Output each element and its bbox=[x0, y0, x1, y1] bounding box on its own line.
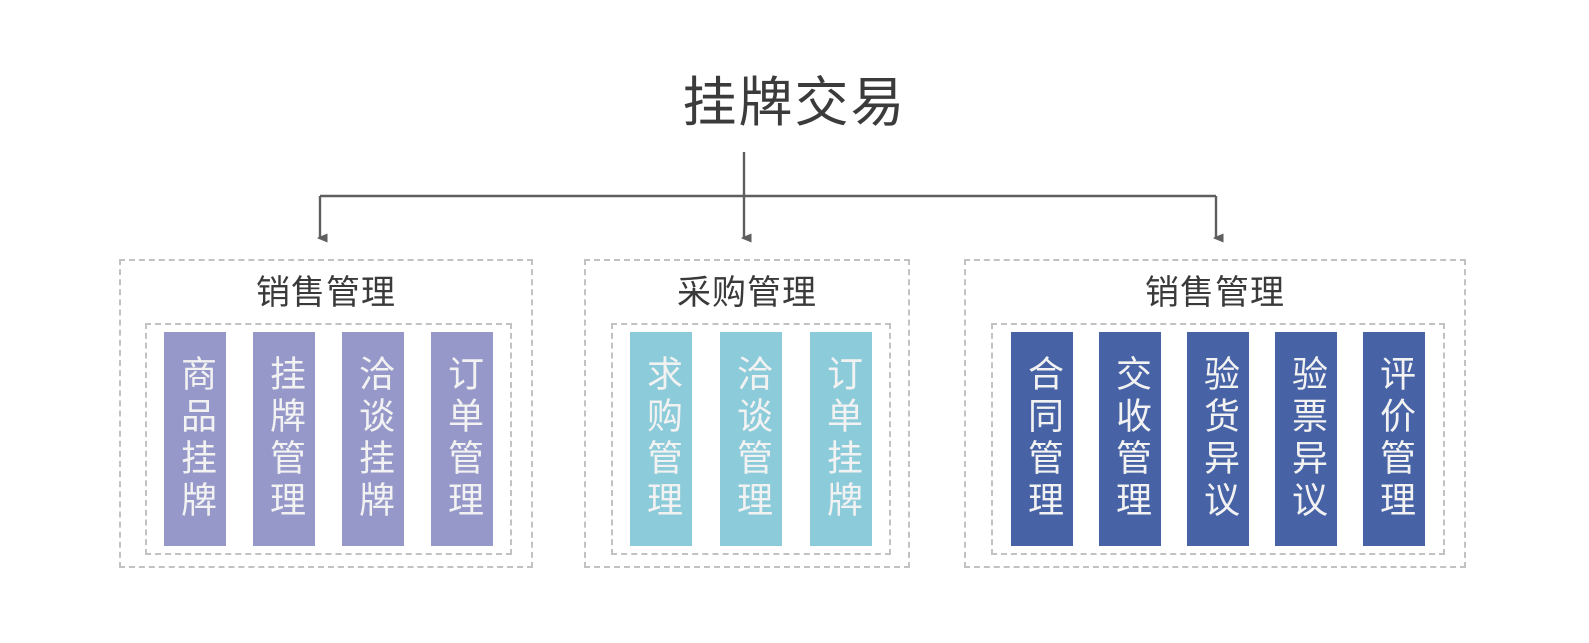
group-items-container: 求购管理 洽谈管理 订单挂牌 bbox=[611, 323, 891, 555]
item-bar[interactable]: 订单挂牌 bbox=[810, 332, 872, 546]
item-label: 合同管理 bbox=[1022, 355, 1063, 523]
group-title: 销售管理 bbox=[256, 273, 396, 313]
item-bar[interactable]: 洽谈管理 bbox=[720, 332, 782, 546]
item-label: 求购管理 bbox=[641, 355, 682, 523]
item-bar[interactable]: 交收管理 bbox=[1099, 332, 1161, 546]
item-bar[interactable]: 洽谈挂牌 bbox=[342, 332, 404, 546]
item-label: 评价管理 bbox=[1374, 355, 1415, 523]
item-bar[interactable]: 求购管理 bbox=[630, 332, 692, 546]
item-bar[interactable]: 挂牌管理 bbox=[253, 332, 315, 546]
item-label: 挂牌管理 bbox=[264, 355, 305, 523]
item-label: 订单挂牌 bbox=[821, 355, 862, 523]
group-title: 采购管理 bbox=[677, 273, 817, 313]
item-label: 洽谈管理 bbox=[731, 355, 772, 523]
item-label: 验票异议 bbox=[1286, 355, 1327, 523]
group-title: 销售管理 bbox=[1145, 273, 1285, 313]
group-sales-management-2[interactable]: 销售管理 合同管理 交收管理 验货异议 验票异议 评价管理 bbox=[964, 259, 1466, 568]
group-items-container: 合同管理 交收管理 验货异议 验票异议 评价管理 bbox=[991, 323, 1445, 555]
item-label: 订单管理 bbox=[442, 355, 483, 523]
item-bar[interactable]: 合同管理 bbox=[1011, 332, 1073, 546]
item-bar[interactable]: 订单管理 bbox=[431, 332, 493, 546]
item-bar[interactable]: 验票异议 bbox=[1275, 332, 1337, 546]
group-procurement-management[interactable]: 采购管理 求购管理 洽谈管理 订单挂牌 bbox=[584, 259, 910, 568]
group-items-container: 商品挂牌 挂牌管理 洽谈挂牌 订单管理 bbox=[145, 323, 512, 555]
item-label: 商品挂牌 bbox=[175, 355, 216, 523]
item-bar[interactable]: 评价管理 bbox=[1363, 332, 1425, 546]
item-bar[interactable]: 验货异议 bbox=[1187, 332, 1249, 546]
item-bar[interactable]: 商品挂牌 bbox=[164, 332, 226, 546]
item-label: 洽谈挂牌 bbox=[353, 355, 394, 523]
group-sales-management-1[interactable]: 销售管理 商品挂牌 挂牌管理 洽谈挂牌 订单管理 bbox=[119, 259, 533, 568]
root-title: 挂牌交易 bbox=[682, 71, 907, 134]
item-label: 验货异议 bbox=[1198, 355, 1239, 523]
item-label: 交收管理 bbox=[1110, 355, 1151, 523]
